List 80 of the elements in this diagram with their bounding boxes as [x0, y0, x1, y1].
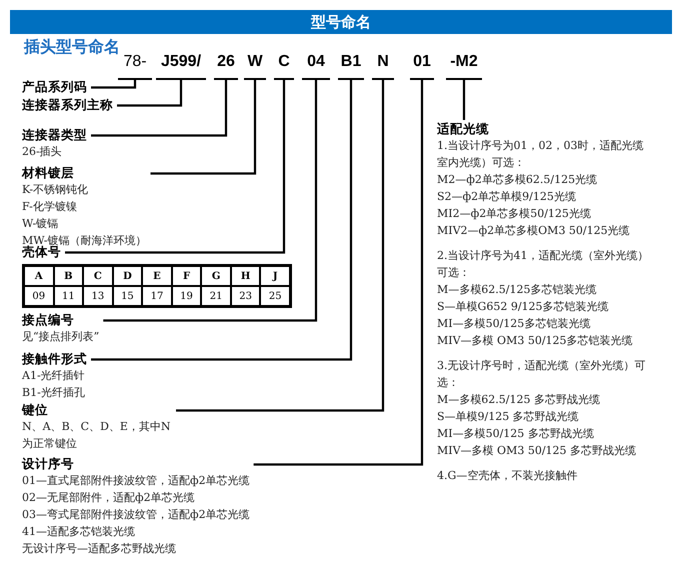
category-heading: 接触件形式 [22, 350, 87, 367]
description-text: A1-光纤插针 [22, 368, 86, 384]
title-banner: 型号命名 [10, 10, 672, 34]
category-heading: 连接器系列主称 [22, 96, 113, 113]
code-segment: 01 [410, 52, 434, 80]
table-cell: 17 [142, 286, 172, 306]
table-cell: G [201, 266, 231, 286]
code-segment: B1 [338, 52, 364, 80]
leader-line [254, 80, 424, 466]
subtitle: 插头型号命名 [24, 37, 120, 57]
description-text: 41—适配多芯铠装光缆 [22, 524, 136, 540]
table-cell: 23 [230, 286, 260, 306]
code-segment: W [244, 52, 266, 80]
code-segment: C [274, 52, 294, 80]
table-cell: D [112, 266, 142, 286]
table-cell: 19 [172, 286, 202, 306]
leader-line [91, 80, 136, 89]
table-cell: B [54, 266, 84, 286]
code-segment: 26 [214, 52, 238, 80]
category-heading: 壳体号 [22, 244, 61, 260]
description-text: S—单模G652 9/125多芯铠装光缆 [437, 299, 610, 315]
code-segment: -M2 [446, 52, 482, 80]
leader-line [462, 80, 466, 120]
description-text: S2—ф2单芯单模9/125光缆 [437, 189, 577, 205]
leader-line [117, 80, 182, 107]
table-cell: E [142, 266, 172, 286]
table-cell: 21 [201, 286, 231, 306]
table-cell: F [172, 266, 202, 286]
description-text: 26-插头 [22, 144, 63, 160]
description-text: MW-镀镉（耐海洋环境） [22, 233, 146, 247]
category-heading: 材料镀层 [22, 164, 75, 181]
description-text: 1.当设计序号为01，02，03时，适配光缆室内光缆）可选： [437, 138, 644, 171]
code-segment: N [372, 52, 394, 80]
leader-line [176, 80, 384, 412]
category-heading: 连接器类型 [22, 126, 87, 143]
description-text: S—单模9/125 多芯野战光缆 [437, 409, 580, 425]
description-text: MI—多模50/125多芯铠装光缆 [437, 316, 592, 332]
table-cell: C [83, 266, 113, 286]
description-text: 03—弯式尾部附件接波纹管，适配ф2单芯光缆 [22, 507, 250, 523]
description-text: 02—无尾部附件，适配ф2单芯光缆 [22, 490, 196, 506]
description-text: B1-光纤插孔 [22, 385, 86, 401]
leader-line [103, 80, 318, 322]
table-cell: 25 [260, 286, 290, 306]
category-heading: 接点编号 [22, 311, 75, 328]
code-segment: J599/ [156, 52, 206, 80]
description-text: MI2—ф2单芯多模50/125光缆 [437, 206, 592, 222]
description-text: 01—直式尾部附件接波纹管，适配ф2单芯光缆 [22, 473, 250, 489]
leader-line [65, 80, 286, 254]
description-text: MIV—多模 OM3 50/125 多芯野战光缆 [437, 443, 638, 459]
description-text: M—多模62.5/125多芯铠装光缆 [437, 282, 598, 298]
table-cell: 11 [54, 286, 84, 306]
description-text: MI—多模50/125 多芯野战光缆 [437, 426, 595, 442]
table-cell: A [24, 266, 54, 286]
code-segment: 04 [302, 52, 330, 80]
description-text: N、A、B、C、D、E，其中N为正常键位 [22, 419, 172, 452]
description-text: F-化学镀镍 [22, 199, 78, 215]
description-text: M2—ф2单芯多模62.5/125光缆 [437, 172, 598, 188]
description-text: 4.G—空壳体，不装光接触件 [437, 468, 578, 484]
category-heading: 产品系列码 [22, 78, 87, 95]
table-cell: 15 [112, 286, 142, 306]
description-text: MIV—多模 OM3 50/125多芯铠装光缆 [437, 333, 634, 349]
table-cell: J [260, 266, 290, 286]
description-text: 无设计序号—适配多芯野战光缆 [22, 541, 177, 557]
category-heading: 键位 [22, 401, 49, 418]
description-text: W-镀镉 [22, 216, 60, 232]
category-heading: 适配光缆 [437, 120, 490, 137]
table-cell: H [230, 266, 260, 286]
code-segment: 78- [118, 52, 152, 80]
description-text: 2.当设计序号为41，适配光缆（室外光缆）可选： [437, 248, 650, 281]
description-text: K-不锈钢钝化 [22, 182, 90, 198]
leader-line [91, 80, 352, 361]
table-cell: 13 [83, 286, 113, 306]
leader-line [91, 80, 228, 137]
description-text: MIV2—ф2单芯多模OM3 50/125光缆 [437, 223, 631, 239]
table-cell: 09 [24, 286, 54, 306]
description-text: M—多模62.5/125 多芯野战光缆 [437, 392, 601, 408]
description-text: 见“接点排列表” [22, 329, 100, 345]
description-text: 3.无设计序号时，适配光缆（室外光缆）可选： [437, 358, 646, 391]
category-heading: 设计序号 [22, 455, 75, 472]
leader-line [150, 80, 256, 175]
